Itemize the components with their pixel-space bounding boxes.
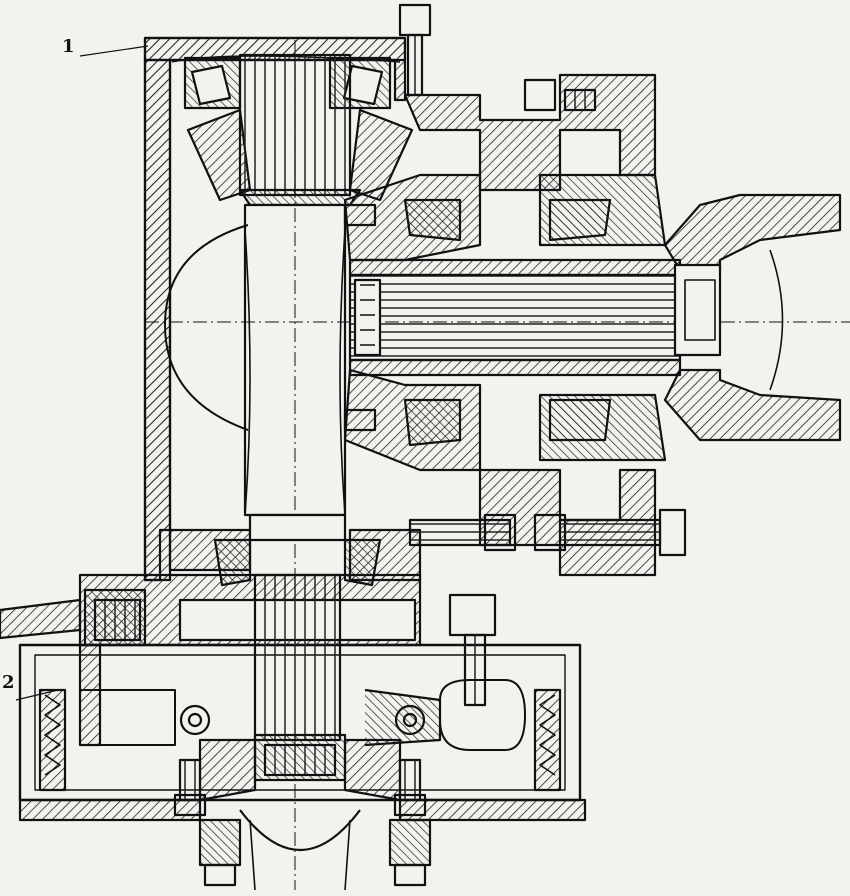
bowl-arc	[164, 224, 249, 431]
bottom-bolts	[173, 793, 427, 887]
leader-line-1	[79, 45, 149, 57]
vertical-shaft	[243, 40, 347, 890]
right-valve-assembly	[364, 593, 526, 751]
horizontal-output-shaft	[348, 258, 682, 377]
output-yoke	[663, 193, 842, 442]
lower-splined-shaft	[213, 538, 382, 782]
bottom-center-housing	[178, 738, 432, 891]
left-pulley	[38, 688, 67, 792]
right-pulley	[533, 688, 562, 792]
callout-label-2: 2	[2, 672, 15, 693]
right-bolts	[343, 3, 687, 557]
right-bearings	[403, 198, 612, 447]
left-pump-assembly	[0, 588, 211, 747]
callout-label-1: 1	[62, 36, 75, 57]
